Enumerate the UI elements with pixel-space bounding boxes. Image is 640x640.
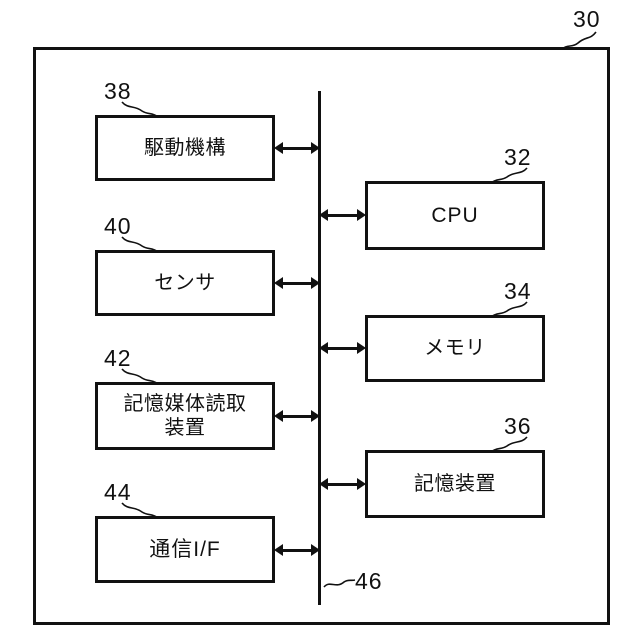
block-communication-interface[interactable]: 通信I/F bbox=[95, 516, 275, 583]
connector-storage-media-reader-bus bbox=[274, 410, 320, 422]
ref-numeral-40: 40 bbox=[104, 213, 132, 239]
connector-bus-cpu bbox=[319, 209, 366, 221]
arrow-head-left bbox=[274, 544, 283, 556]
ref-numeral-38: 38 bbox=[104, 78, 132, 104]
arrow-head-left bbox=[274, 142, 283, 154]
block-memory-label: メモリ bbox=[424, 337, 486, 360]
arrow-shaft bbox=[279, 549, 315, 552]
ref-numeral-42: 42 bbox=[104, 345, 132, 371]
arrow-shaft bbox=[279, 282, 315, 285]
arrow-shaft bbox=[279, 147, 315, 150]
connector-bus-memory bbox=[319, 342, 366, 354]
connector-sensor-bus bbox=[274, 277, 320, 289]
block-storage-media-reader[interactable]: 記憶媒体読取 装置 bbox=[95, 382, 275, 450]
ref-numeral-34: 34 bbox=[504, 278, 532, 304]
ref-numeral-46: 46 bbox=[355, 568, 383, 594]
arrow-head-left bbox=[274, 410, 283, 422]
block-cpu-label: CPU bbox=[431, 203, 479, 227]
connector-drive-mechanism-bus bbox=[274, 142, 320, 154]
block-drive-mechanism-label: 駆動機構 bbox=[144, 136, 226, 159]
block-sensor-label: センサ bbox=[154, 271, 216, 294]
arrow-shaft bbox=[324, 214, 361, 217]
block-communication-interface-label: 通信I/F bbox=[149, 537, 221, 561]
block-sensor[interactable]: センサ bbox=[95, 250, 275, 316]
arrow-head-right bbox=[311, 142, 320, 154]
arrow-head-right bbox=[311, 410, 320, 422]
block-storage-media-reader-label: 記憶媒体読取 装置 bbox=[123, 392, 247, 439]
ref-numeral-30: 30 bbox=[573, 6, 601, 32]
ref-numeral-32: 32 bbox=[504, 144, 532, 170]
block-cpu[interactable]: CPU bbox=[365, 181, 545, 250]
block-drive-mechanism[interactable]: 駆動機構 bbox=[95, 115, 275, 181]
connector-bus-storage-device bbox=[319, 478, 366, 490]
arrow-head-right bbox=[311, 277, 320, 289]
arrow-head-left bbox=[319, 209, 328, 221]
arrow-head-right bbox=[311, 544, 320, 556]
arrow-shaft bbox=[324, 347, 361, 350]
arrow-head-right bbox=[357, 209, 366, 221]
arrow-head-left bbox=[319, 478, 328, 490]
connector-communication-interface-bus bbox=[274, 544, 320, 556]
block-storage-device[interactable]: 記憶装置 bbox=[365, 450, 545, 518]
arrow-head-left bbox=[319, 342, 328, 354]
arrow-shaft bbox=[324, 483, 361, 486]
arrow-head-left bbox=[274, 277, 283, 289]
arrow-head-right bbox=[357, 342, 366, 354]
block-memory[interactable]: メモリ bbox=[365, 315, 545, 382]
arrow-head-right bbox=[357, 478, 366, 490]
block-storage-device-label: 記憶装置 bbox=[414, 472, 496, 495]
ref-numeral-44: 44 bbox=[104, 479, 132, 505]
ref-numeral-36: 36 bbox=[504, 413, 532, 439]
arrow-shaft bbox=[279, 415, 315, 418]
